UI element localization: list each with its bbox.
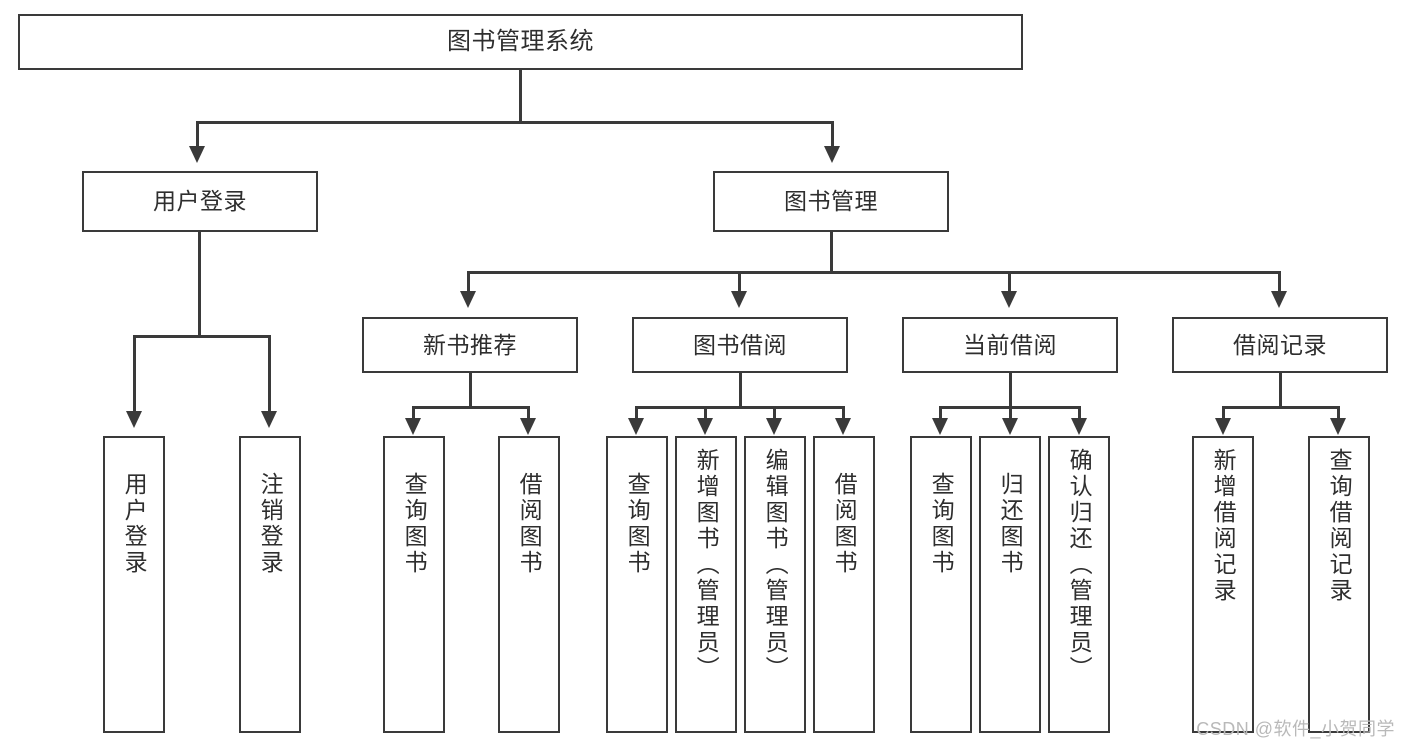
- arrowhead-leaf-logout-login: [261, 411, 277, 428]
- edge-book-borrow-leaf4: [842, 406, 845, 420]
- node-label: 当前借阅: [963, 331, 1057, 358]
- edge-borrow-record-stem: [1279, 373, 1282, 408]
- edge-current-borrow-leaf2: [1009, 406, 1012, 420]
- arrowhead-leaf-add-book: [697, 418, 713, 435]
- edge-user-login-stem: [198, 232, 201, 337]
- leaf-query-book-1[interactable]: 查询图书: [383, 436, 445, 733]
- node-label: 借阅记录: [1233, 331, 1327, 358]
- leaf-borrow-book-2[interactable]: 借阅图书: [813, 436, 875, 733]
- edge-book-borrow-leaf2: [704, 406, 707, 420]
- node-label: 编辑图书（管理员）: [762, 448, 789, 682]
- edge-borrow-record-bus: [1222, 406, 1340, 409]
- node-label: 新书推荐: [423, 331, 517, 358]
- node-user-login[interactable]: 用户登录: [82, 171, 318, 232]
- arrowhead-leaf-borrow-book-1: [520, 418, 536, 435]
- edge-to-current-borrow: [1008, 271, 1011, 293]
- edge-new-book-rec-stem: [469, 373, 472, 408]
- arrowhead-borrow-record: [1271, 291, 1287, 308]
- edge-user-login-leaf2: [268, 335, 271, 413]
- edge-book-borrow-leaf3: [773, 406, 776, 420]
- leaf-user-login[interactable]: 用户登录: [103, 436, 165, 733]
- arrowhead-leaf-borrow-book-2: [835, 418, 851, 435]
- edge-to-user-login: [196, 121, 199, 149]
- leaf-query-book-3[interactable]: 查询图书: [910, 436, 972, 733]
- leaf-query-record[interactable]: 查询借阅记录: [1308, 436, 1370, 733]
- edge-borrow-record-leaf1: [1222, 406, 1225, 420]
- leaf-add-book[interactable]: 新增图书（管理员）: [675, 436, 737, 733]
- edge-book-borrow-bus: [635, 406, 845, 409]
- node-root-system[interactable]: 图书管理系统: [18, 14, 1023, 70]
- node-label: 查询图书: [624, 472, 651, 576]
- leaf-confirm-return[interactable]: 确认归还（管理员）: [1048, 436, 1110, 733]
- node-label: 图书借阅: [693, 331, 787, 358]
- edge-borrow-record-leaf2: [1337, 406, 1340, 420]
- edge-level2-bus: [196, 121, 833, 124]
- leaf-edit-book[interactable]: 编辑图书（管理员）: [744, 436, 806, 733]
- arrowhead-leaf-confirm-return: [1071, 418, 1087, 435]
- leaf-add-record[interactable]: 新增借阅记录: [1192, 436, 1254, 733]
- node-label: 确认归还（管理员）: [1066, 448, 1093, 682]
- node-label: 图书管理系统: [447, 28, 594, 56]
- edge-level3-bus: [467, 271, 1280, 274]
- node-label: 注销登录: [257, 472, 284, 576]
- arrowhead-leaf-query-book-1: [405, 418, 421, 435]
- edge-to-new-book-rec: [467, 271, 470, 293]
- arrowhead-user-login: [189, 146, 205, 163]
- edge-to-book-borrow: [738, 271, 741, 293]
- node-label: 用户登录: [121, 472, 148, 576]
- edge-user-login-bus: [133, 335, 271, 338]
- node-current-borrow[interactable]: 当前借阅: [902, 317, 1118, 373]
- edge-user-login-leaf1: [133, 335, 136, 413]
- node-label: 新增借阅记录: [1210, 448, 1237, 604]
- node-new-book-rec[interactable]: 新书推荐: [362, 317, 578, 373]
- leaf-logout-login[interactable]: 注销登录: [239, 436, 301, 733]
- node-label: 查询借阅记录: [1326, 448, 1353, 604]
- leaf-return-book[interactable]: 归还图书: [979, 436, 1041, 733]
- node-label: 用户登录: [153, 188, 247, 215]
- node-book-borrow[interactable]: 图书借阅: [632, 317, 848, 373]
- node-book-manage[interactable]: 图书管理: [713, 171, 949, 232]
- node-label: 借阅图书: [831, 472, 858, 576]
- edge-to-borrow-record: [1278, 271, 1281, 293]
- node-label: 借阅图书: [516, 472, 543, 576]
- arrowhead-leaf-query-book-3: [932, 418, 948, 435]
- edge-current-borrow-stem: [1009, 373, 1012, 408]
- edge-new-book-rec-bus: [412, 406, 530, 409]
- arrowhead-current-borrow: [1001, 291, 1017, 308]
- arrowhead-leaf-user-login: [126, 411, 142, 428]
- arrowhead-leaf-return-book: [1002, 418, 1018, 435]
- arrowhead-book-manage: [824, 146, 840, 163]
- edge-current-borrow-leaf3: [1078, 406, 1081, 420]
- edge-to-book-manage: [831, 121, 834, 149]
- leaf-borrow-book-1[interactable]: 借阅图书: [498, 436, 560, 733]
- arrowhead-leaf-add-record: [1215, 418, 1231, 435]
- arrowhead-leaf-edit-book: [766, 418, 782, 435]
- node-label: 查询图书: [928, 472, 955, 576]
- node-label: 新增图书（管理员）: [693, 448, 720, 682]
- leaf-query-book-2[interactable]: 查询图书: [606, 436, 668, 733]
- arrowhead-leaf-query-book-2: [628, 418, 644, 435]
- arrowhead-leaf-query-record: [1330, 418, 1346, 435]
- edge-new-book-rec-leaf1: [412, 406, 415, 420]
- edge-book-borrow-stem: [739, 373, 742, 408]
- node-label: 归还图书: [997, 472, 1024, 576]
- arrowhead-new-book-rec: [460, 291, 476, 308]
- node-borrow-record[interactable]: 借阅记录: [1172, 317, 1388, 373]
- edge-root-stem: [519, 70, 522, 122]
- watermark-text: CSDN @软件_小贺同学: [1196, 719, 1395, 739]
- arrowhead-book-borrow: [731, 291, 747, 308]
- node-label: 查询图书: [401, 472, 428, 576]
- edge-new-book-rec-leaf2: [527, 406, 530, 420]
- edge-current-borrow-leaf1: [939, 406, 942, 420]
- edge-book-manage-stem: [830, 232, 833, 273]
- node-label: 图书管理: [784, 188, 878, 215]
- edge-book-borrow-leaf1: [635, 406, 638, 420]
